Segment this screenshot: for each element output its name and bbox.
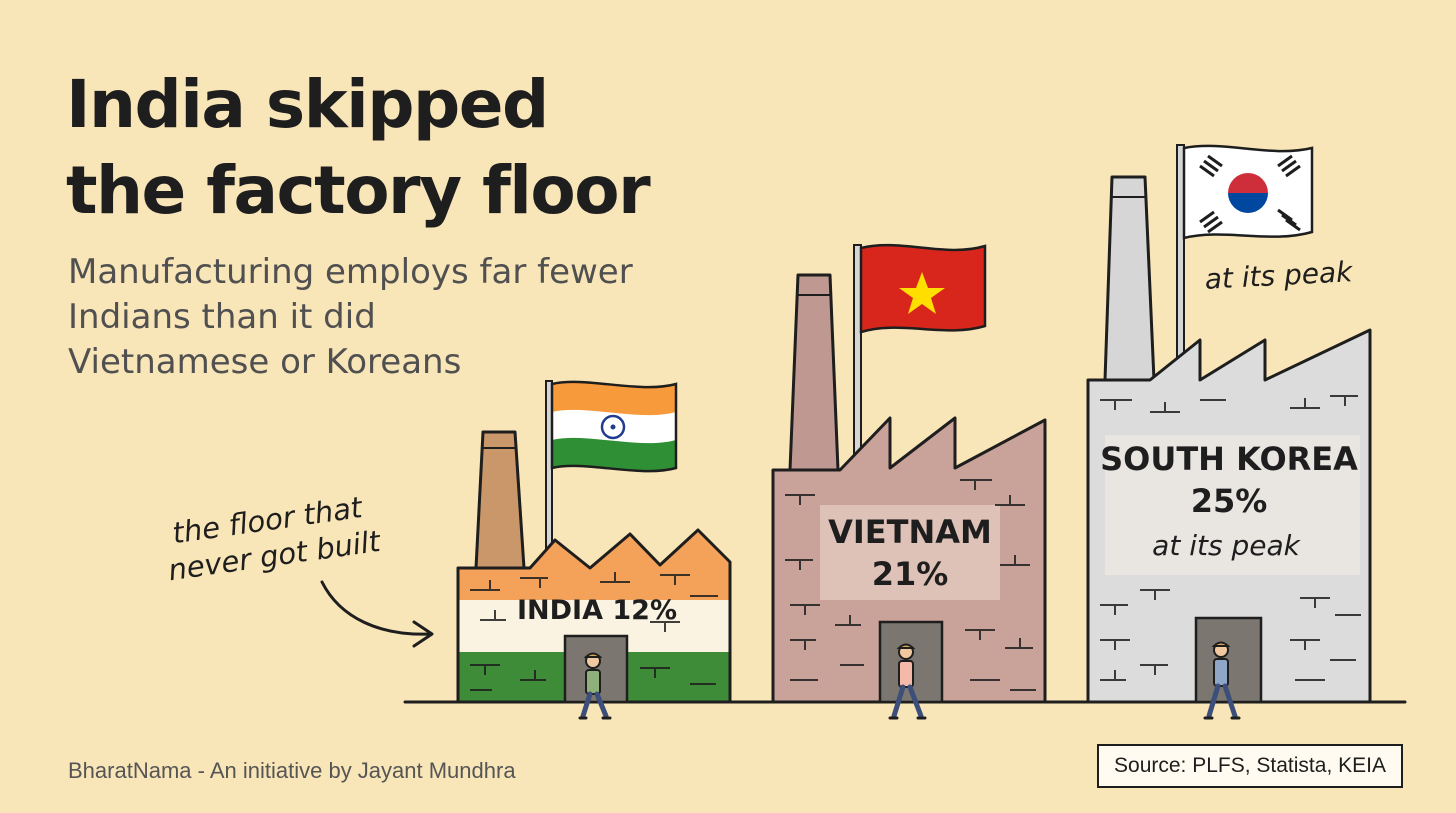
india-chimney xyxy=(474,430,526,570)
chart-subtitle: Manufacturing employs far fewer Indians … xyxy=(68,250,633,385)
vietnam-worker xyxy=(888,643,927,720)
title-line-1: India skipped xyxy=(66,66,549,143)
south-korea-worker xyxy=(1203,641,1241,720)
subtitle-line-1: Manufacturing employs far fewer xyxy=(68,252,633,292)
bar-vietnam: VIETNAM 21% xyxy=(771,243,1047,720)
south-korea-flag xyxy=(1182,144,1314,240)
bar-south-korea: SOUTH KOREA 25% at its peak xyxy=(1086,144,1372,720)
vietnam-chimney xyxy=(788,273,840,472)
south-korea-label-name: SOUTH KOREA xyxy=(1100,440,1358,478)
india-flag xyxy=(550,380,678,473)
annotation: the floor that never got built xyxy=(166,490,384,587)
india-label: INDIA 12% xyxy=(517,595,677,626)
vietnam-flag xyxy=(859,243,987,334)
india-worker xyxy=(578,652,612,720)
south-korea-label-note: at its peak xyxy=(1152,529,1301,562)
south-korea-label-value: 25% xyxy=(1191,482,1268,520)
south-korea-chimney xyxy=(1103,175,1156,382)
india-building-outline xyxy=(456,528,732,704)
subtitle-line-2: Indians than it did xyxy=(68,297,376,337)
credit-text: BharatNama - An initiative by Jayant Mun… xyxy=(68,758,516,783)
vietnam-label-value: 21% xyxy=(872,555,949,593)
title-line-2: the factory floor xyxy=(66,152,651,229)
subtitle-line-3: Vietnamese or Koreans xyxy=(68,342,462,382)
annotation-arrow xyxy=(320,580,434,648)
chart-title: India skipped the factory floor xyxy=(66,62,651,234)
peak-note: at its peak xyxy=(1204,255,1355,296)
source-box: Source: PLFS, Statista, KEIA xyxy=(1097,744,1403,788)
bar-india: INDIA 12% xyxy=(456,380,732,720)
vietnam-label-name: VIETNAM xyxy=(828,513,992,551)
